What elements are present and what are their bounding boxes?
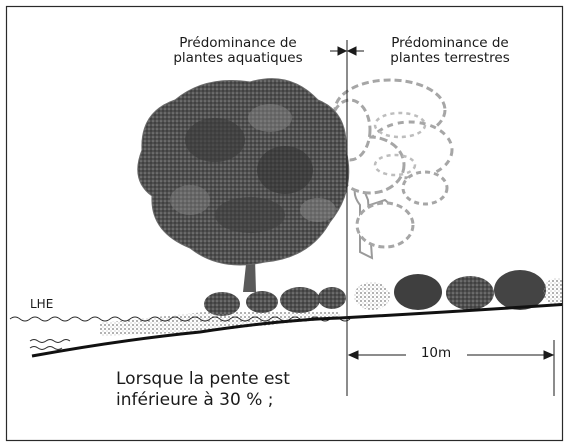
terrestrial-zone-label-line1: Prédominance de [391,35,509,51]
water-line [9,316,351,322]
shrub-row [204,270,562,316]
terrestrial-zone-label-line2: plantes terrestres [390,50,510,66]
ground-slope [31,303,562,358]
distance-dimension [347,340,555,396]
terrestrial-tree [328,78,454,260]
bank-stipple [100,312,340,336]
terrestrial-zone-label: Prédominance de plantes terrestres [360,36,540,66]
caption: Lorsque la pente est inférieure à 30 % ; [116,369,290,411]
aquatic-zone-label: Prédominance de plantes aquatiques [148,36,328,66]
water-ripples [29,339,71,350]
divider-arrows [330,46,364,56]
caption-line1: Lorsque la pente est [116,369,290,389]
distance-label: 10m [420,345,452,361]
aquatic-tree [137,78,350,292]
aquatic-zone-label-line1: Prédominance de [179,35,297,51]
aquatic-zone-label-line2: plantes aquatiques [173,50,303,66]
water-level-label: LHE [30,297,54,311]
caption-line2: inférieure à 30 % ; [116,390,274,410]
